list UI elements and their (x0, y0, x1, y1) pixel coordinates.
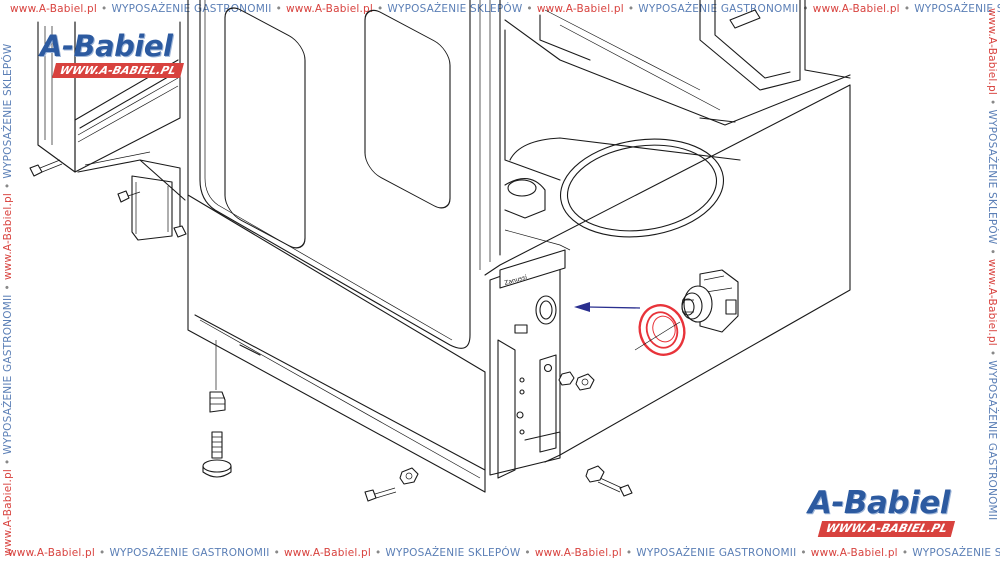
brand-logo-bottom: A-Babiel WWW.A-BABIEL.PL (808, 485, 956, 537)
screw-left-bracket (117, 190, 141, 203)
oven-cabinet (187, 0, 851, 493)
logo-url-text: WWW.A-BABIEL.PL (817, 521, 956, 537)
assembly-axis-line (634, 321, 681, 351)
nut-bottom-center (399, 467, 419, 485)
screw-left-top (29, 159, 63, 177)
adjustable-foot (202, 340, 232, 478)
nut-panel-side (558, 371, 595, 391)
logo-url-text: WWW.A-BABIEL.PL (51, 63, 184, 78)
logo-brand-text: A-Babiel (40, 29, 173, 63)
screw-bracket-right (173, 225, 187, 238)
gasket-ring-highlighted (638, 304, 686, 356)
assembly-pointer-arrow (574, 302, 641, 312)
control-panel: Zanussi (489, 249, 566, 479)
oven-door (199, 0, 491, 349)
screw-bottom-left (364, 487, 397, 502)
logo-brand-text: A-Babiel (808, 485, 950, 521)
watermark-band-bottom: www.A-Babiel.pl•WYPOSAŻENIE GASTRONOMII•… (8, 547, 1000, 559)
watermark-band-top: www.A-Babiel.pl•WYPOSAŻENIE GASTRONOMII•… (10, 3, 1000, 15)
brand-logo-top: A-Babiel WWW.A-BABIEL.PL (40, 29, 184, 79)
thermostat-assembly (681, 269, 739, 333)
oven-cavity (504, 0, 851, 251)
screw-bottom-right (585, 465, 633, 497)
left-bracket (131, 159, 181, 241)
